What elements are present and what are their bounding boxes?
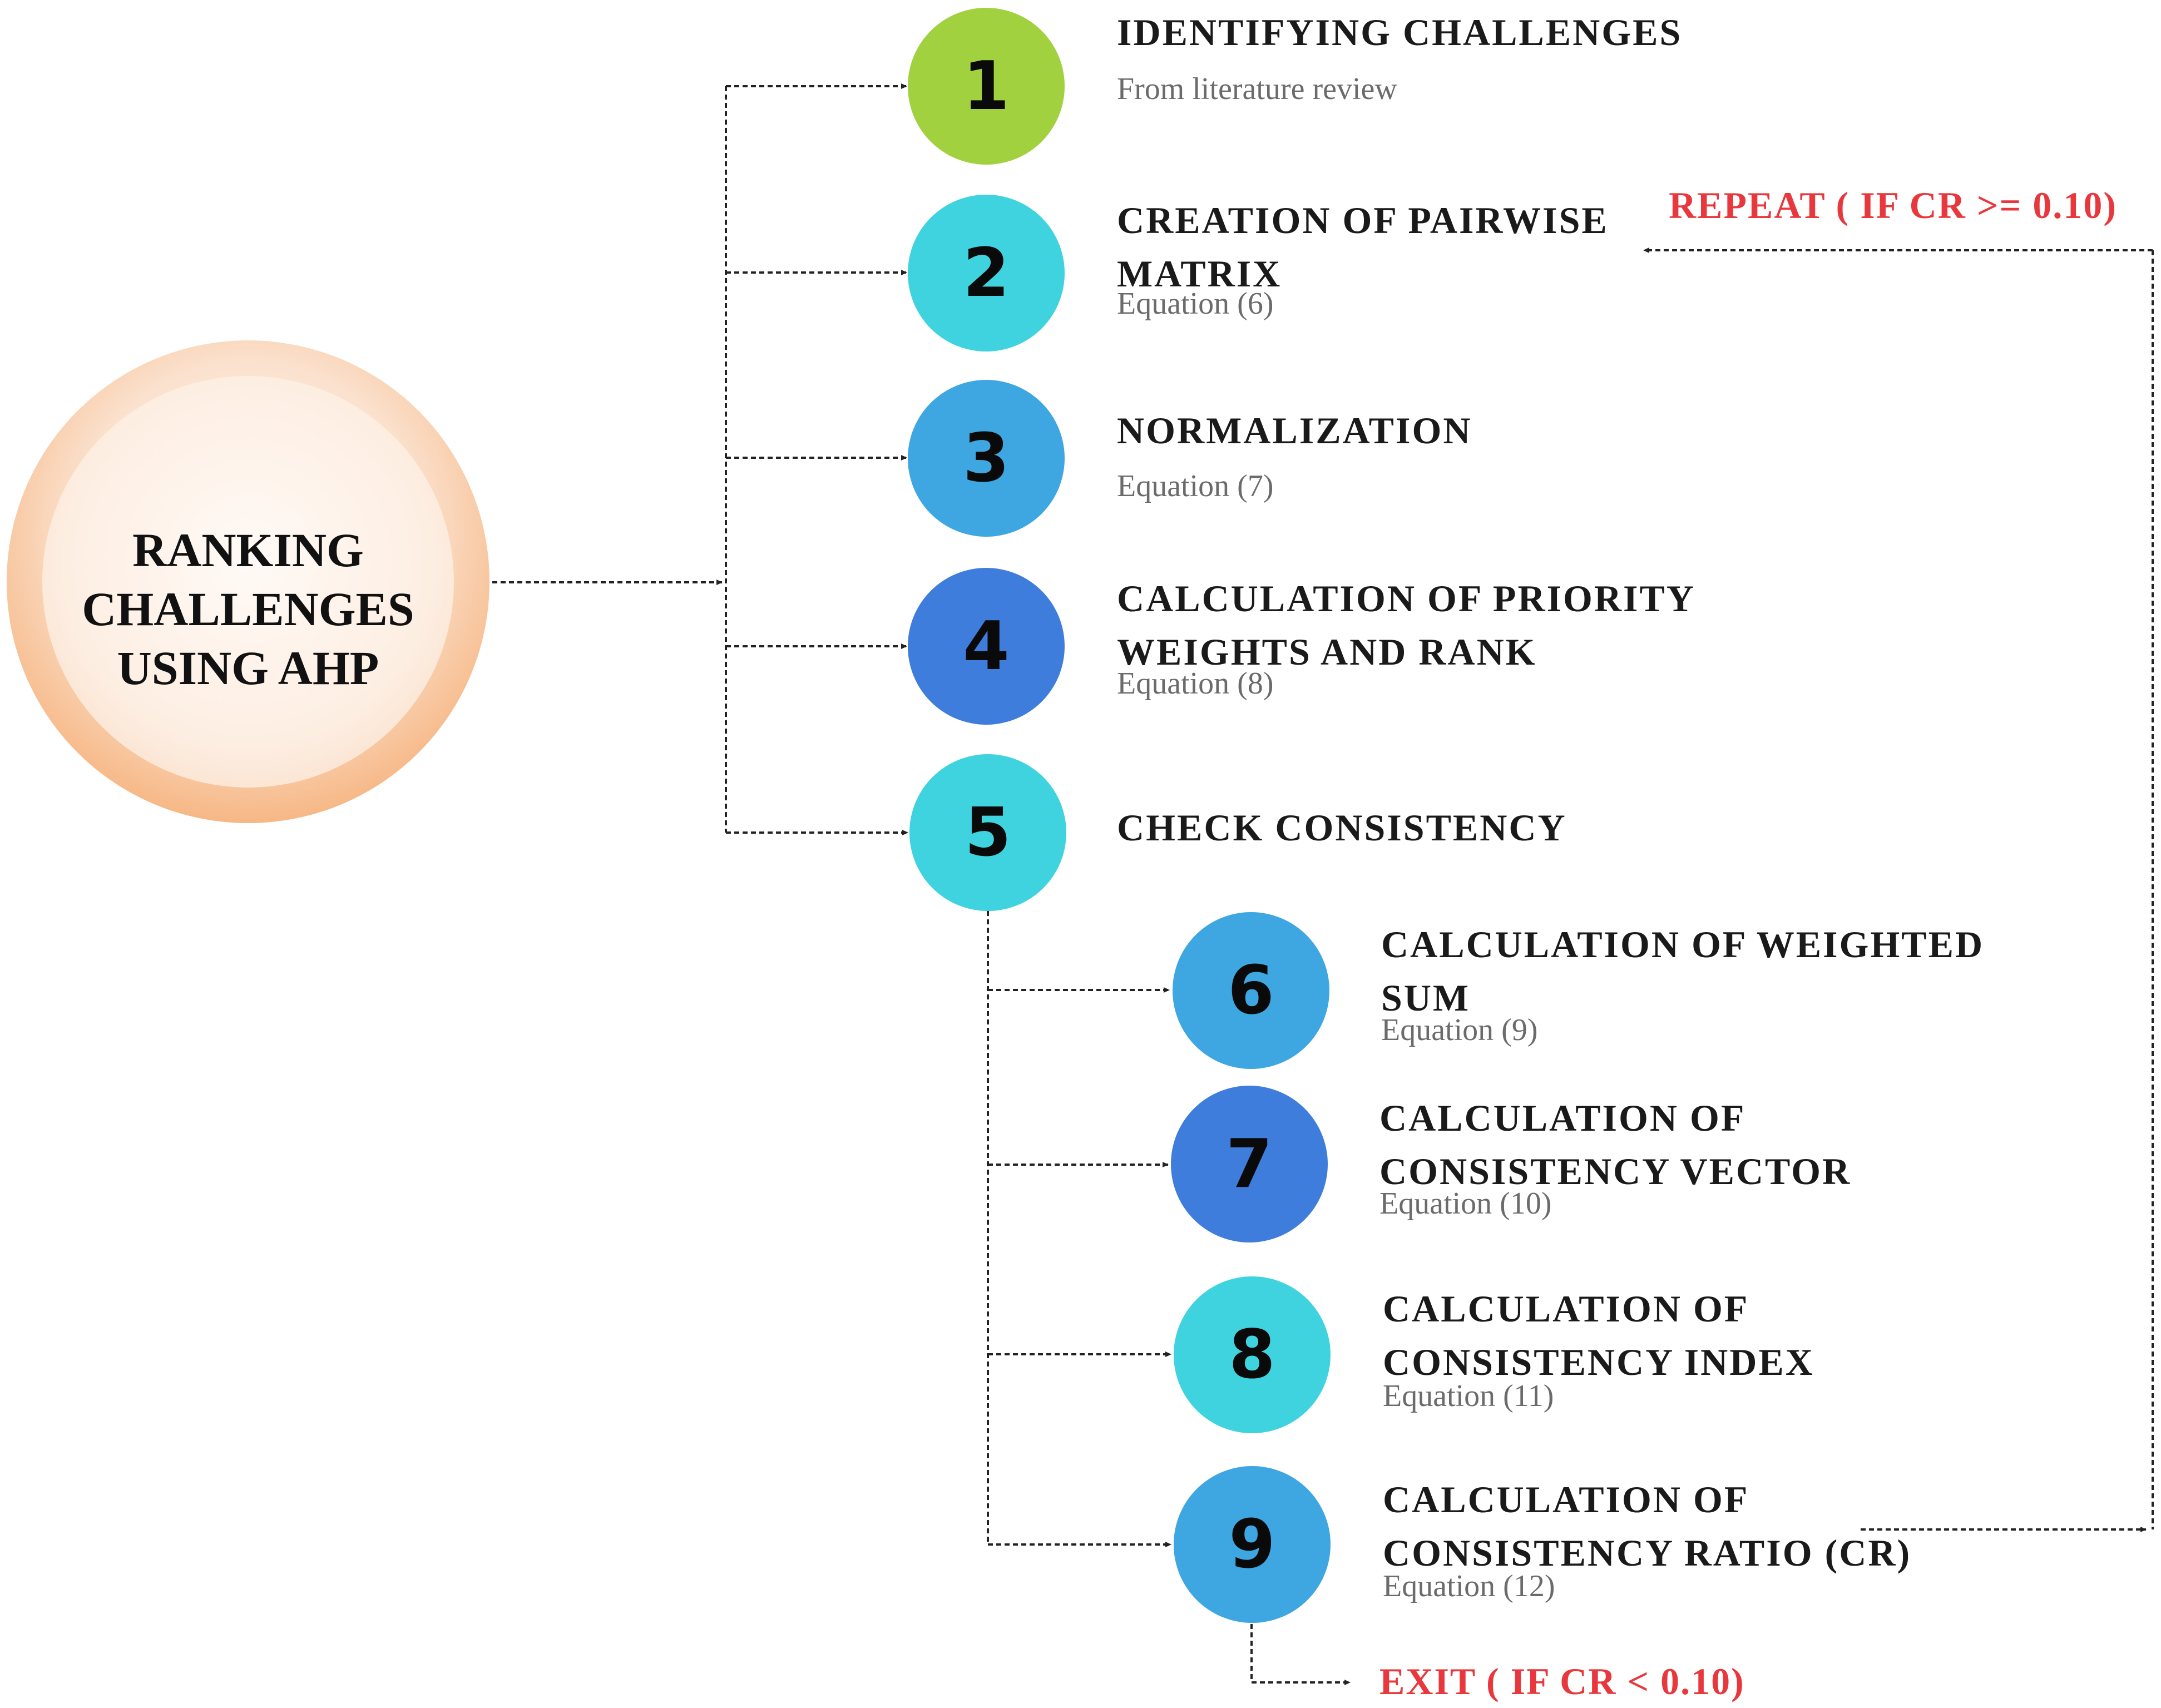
hub-title: RANKING CHALLENGES USING AHP (82, 523, 414, 695)
step-9-title: CALCULATION OF CONSISTENCY RATIO (CR) (1383, 1478, 1912, 1574)
hub-circle: RANKING CHALLENGES USING AHP (7, 340, 489, 823)
repeat-label: REPEAT ( IF CR >= 0.10) (1669, 184, 2118, 226)
step-1-subtitle: From literature review (1117, 72, 1397, 106)
step-3-subtitle: Equation (7) (1117, 469, 1274, 503)
step-1-title: IDENTIFYING CHALLENGES (1117, 11, 1683, 53)
step-8-number: 8 (1229, 1316, 1275, 1394)
step-2-title: CREATION OF PAIRWISE MATRIX (1117, 199, 1609, 295)
step-8-circle: 8 (1174, 1276, 1331, 1433)
step-4-circle: 4 (908, 568, 1065, 725)
step-4-subtitle: Equation (8) (1117, 666, 1274, 701)
step-1-number: 1 (963, 47, 1010, 125)
step-6-subtitle: Equation (9) (1381, 1013, 1538, 1047)
step-7-circle: 7 (1171, 1086, 1328, 1242)
step-2-number: 2 (963, 234, 1010, 312)
exit-label: EXIT ( IF CR < 0.10) (1379, 1660, 1745, 1702)
step-3-number: 3 (963, 419, 1010, 497)
step-9-subtitle: Equation (12) (1383, 1569, 1555, 1603)
step-8-subtitle: Equation (11) (1383, 1379, 1554, 1413)
step-1-circle: 1 (908, 8, 1065, 165)
step-4-title: CALCULATION OF PRIORITY WEIGHTS AND RANK (1117, 577, 1695, 673)
step-7-number: 7 (1226, 1125, 1273, 1203)
step-9-circle: 9 (1174, 1466, 1331, 1623)
step-2-circle: 2 (908, 195, 1065, 351)
step-3-title: NORMALIZATION (1117, 409, 1472, 452)
step-3-circle: 3 (908, 380, 1065, 537)
step-7-title: CALCULATION OF CONSISTENCY VECTOR (1379, 1097, 1852, 1192)
step-5-circle: 5 (909, 754, 1066, 911)
step-5-title: CHECK CONSISTENCY (1117, 806, 1567, 849)
step-7-subtitle: Equation (10) (1379, 1186, 1552, 1221)
step-5-number: 5 (965, 794, 1011, 872)
step-9-number: 9 (1229, 1506, 1275, 1583)
hub-inner-circle: RANKING CHALLENGES USING AHP (42, 376, 454, 788)
step-6-title: CALCULATION OF WEIGHTED SUM (1381, 923, 1985, 1019)
step-2-subtitle: Equation (6) (1117, 286, 1274, 321)
step-8-title: CALCULATION OF CONSISTENCY INDEX (1383, 1288, 1814, 1383)
step-6-circle: 6 (1173, 912, 1329, 1069)
exit-connector (1250, 1624, 1351, 1685)
step-4-number: 4 (963, 607, 1010, 685)
step-6-number: 6 (1228, 952, 1274, 1029)
